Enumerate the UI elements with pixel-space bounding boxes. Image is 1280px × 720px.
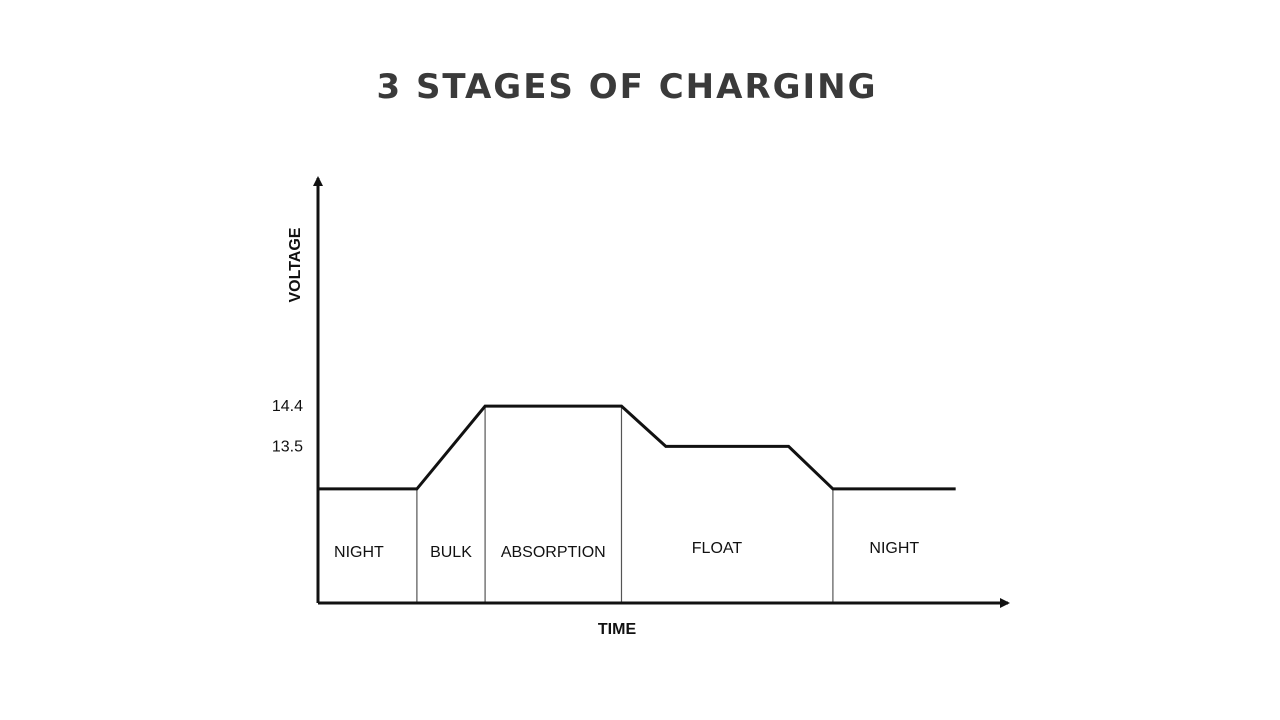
y-tick-label: 14.4 bbox=[272, 398, 303, 415]
series-layer bbox=[318, 404, 956, 491]
stage-label: NIGHT bbox=[334, 544, 384, 561]
stage-label: NIGHT bbox=[869, 540, 919, 557]
stage-label-layer: NIGHT BULK ABSORPTION FLOAT NIGHT bbox=[334, 540, 919, 561]
voltage-line bbox=[318, 404, 956, 491]
tick-layer: 14.4 13.5 bbox=[272, 398, 303, 455]
stage-dividers bbox=[416, 406, 834, 603]
stage-label: FLOAT bbox=[692, 540, 743, 557]
y-axis-label: VOLTAGE bbox=[287, 227, 304, 302]
stage-label: BULK bbox=[430, 544, 472, 561]
chart-title: 3 STAGES OF CHARGING bbox=[376, 67, 877, 107]
stage-label: ABSORPTION bbox=[501, 544, 606, 561]
y-tick-label: 13.5 bbox=[272, 438, 303, 455]
x-axis-label: TIME bbox=[598, 621, 637, 638]
